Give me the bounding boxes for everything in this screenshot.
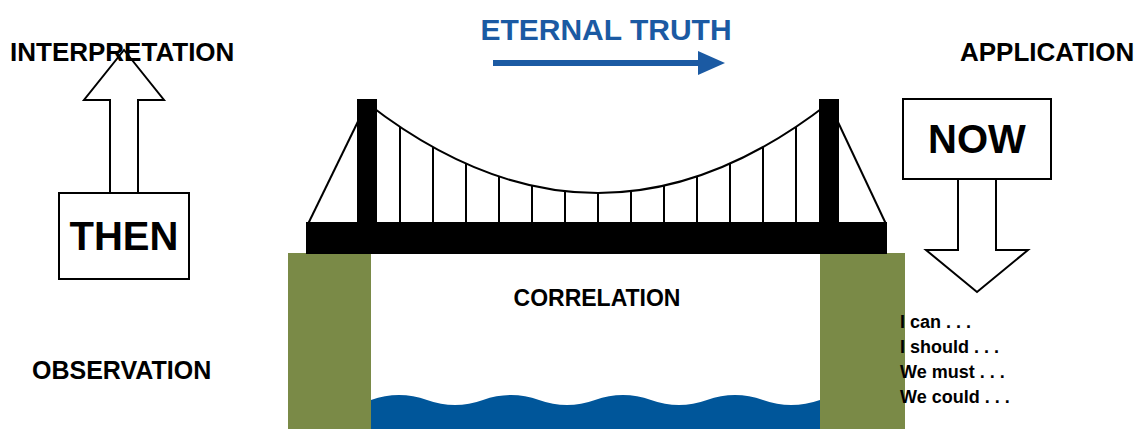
application-prompt: I can . . . <box>900 313 971 333</box>
hangers <box>400 127 796 222</box>
eternal-truth-heading: ETERNAL TRUTH <box>480 13 731 46</box>
up-arrow <box>84 50 164 200</box>
right-pier <box>820 253 905 429</box>
down-arrow <box>926 170 1028 292</box>
truth-arrow-head <box>698 51 725 75</box>
stage-heading: APPLICATION <box>960 38 1134 67</box>
application-prompt: We must . . . <box>900 363 1005 383</box>
application-prompt: We could . . . <box>900 388 1010 408</box>
then-box: THEN <box>58 192 191 280</box>
application-prompt: I should . . . <box>900 338 999 358</box>
stage-heading: OBSERVATION <box>32 357 211 385</box>
water <box>371 395 820 429</box>
stage-word: NOW <box>928 119 1026 159</box>
bridge-deck <box>306 222 887 254</box>
stage-word: THEN <box>70 216 179 256</box>
stage-heading: INTERPRETATION <box>10 38 234 67</box>
left-pier <box>288 253 371 429</box>
stage-heading: CORRELATION <box>514 286 681 311</box>
main-cable <box>367 103 829 193</box>
truth-arrow-shaft <box>493 60 701 66</box>
now-box: NOW <box>902 98 1052 180</box>
right-tower <box>819 99 839 254</box>
left-tower <box>357 99 377 254</box>
